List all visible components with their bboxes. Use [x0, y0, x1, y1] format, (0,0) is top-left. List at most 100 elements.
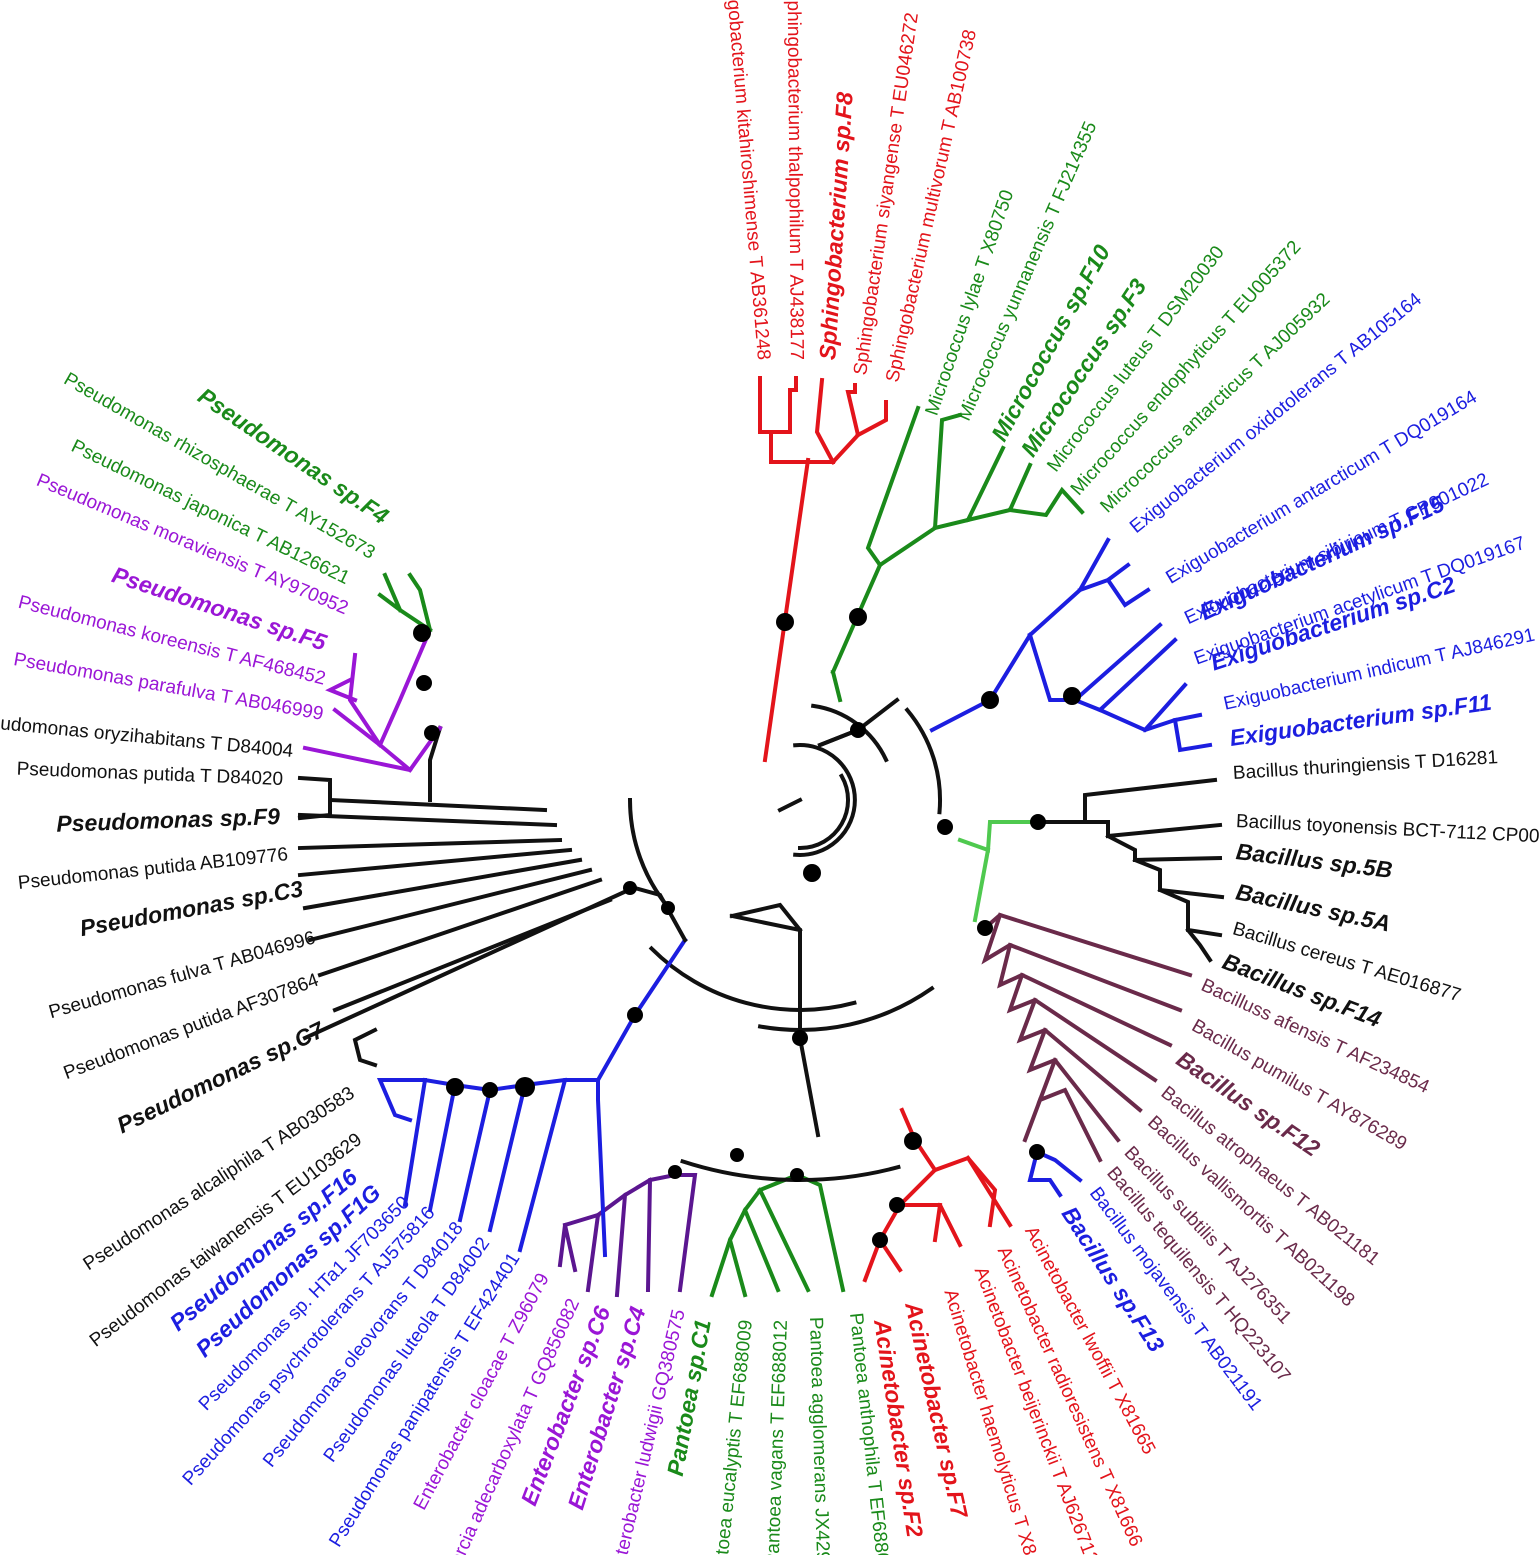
branch-layer [297, 376, 1225, 1298]
taxon-label: Pantoea agglomerans JX429053 [805, 1317, 834, 1555]
branch [830, 390, 861, 465]
branch [382, 572, 403, 613]
branch [965, 1155, 998, 1228]
branch-arc [648, 945, 857, 1012]
bootstrap-node [904, 1132, 922, 1150]
branch [297, 775, 548, 813]
branch [997, 942, 1173, 1048]
bootstrap-node [413, 624, 431, 642]
branch [865, 405, 921, 568]
branch [1157, 887, 1223, 938]
bootstrap-node [1029, 1144, 1045, 1160]
branch [729, 902, 803, 933]
branch [972, 847, 991, 923]
branch [297, 837, 563, 851]
taxon-label: Sphingobacterium sp.F8 [814, 91, 858, 361]
branch [1105, 833, 1223, 863]
branch [457, 1082, 528, 1223]
bootstrap-node [416, 675, 432, 691]
branch [729, 913, 821, 1138]
bootstrap-node [661, 901, 675, 915]
bootstrap-node [790, 1168, 804, 1182]
taxon-label: Pseudomonas sp.C3 [78, 875, 305, 941]
branch [814, 377, 836, 465]
branch [562, 1222, 578, 1273]
sphingo-stem [762, 457, 811, 763]
branch [376, 1078, 427, 1123]
branch [758, 376, 773, 464]
branch [352, 1027, 378, 1068]
branch [932, 1202, 943, 1243]
branch-arc [904, 707, 942, 815]
taxon-label: Bacillus sp.5B [1235, 838, 1394, 883]
bootstrap-node [668, 1165, 682, 1179]
branch [673, 1173, 698, 1293]
branch [402, 1077, 458, 1208]
branch [1007, 486, 1085, 518]
branch [1006, 972, 1158, 1083]
branch [757, 1172, 811, 1293]
branch [427, 1082, 493, 1213]
branch [317, 877, 603, 978]
root-stub [777, 797, 803, 813]
branch [377, 627, 433, 748]
root-inner-arc [797, 773, 850, 851]
exiguo-stem [929, 632, 1033, 733]
branch [1105, 577, 1151, 608]
bootstrap-node [849, 608, 867, 626]
branch [1097, 682, 1188, 733]
bootstrap-node [850, 722, 866, 738]
branch [332, 897, 613, 1013]
branch [1036, 1057, 1103, 1163]
bootstrap-node [623, 881, 637, 895]
bootstrap-node [627, 1007, 643, 1023]
bootstrap-node [730, 1148, 744, 1162]
bootstrap-node [482, 1082, 498, 1098]
bootstrap-node [1030, 814, 1046, 830]
branch [1083, 820, 1223, 839]
bootstrap-node [776, 613, 794, 631]
branch [742, 1187, 781, 1293]
taxon-label: Pseudomonas putida T D84020 [16, 759, 283, 790]
branch [645, 1172, 678, 1293]
bootstrap-node [792, 1030, 808, 1046]
branch [517, 1078, 600, 1253]
bootstrap-node [515, 1077, 535, 1097]
branch [1072, 637, 1178, 713]
taxon-label: Pantoea vagans T EF688012 [763, 1320, 793, 1555]
taxon-label: Pantoea eucalyptis T EF688009 [709, 1319, 757, 1555]
branch [1022, 1097, 1043, 1143]
taxon-label: Pseudomonas fulva T AB046996 [46, 927, 317, 1023]
bootstrap-node [803, 864, 821, 882]
branch [727, 1207, 748, 1298]
branch [1083, 777, 1218, 824]
bootstrap-node [981, 691, 999, 709]
bootstrap-node [889, 1197, 905, 1213]
taxon-label: Bacillus thuringiensis T D16281 [1232, 747, 1498, 784]
branch [487, 1077, 568, 1233]
bootstrap-node [446, 1078, 464, 1096]
root-arc [793, 743, 857, 857]
branch [1172, 717, 1213, 753]
branch [981, 912, 1183, 1013]
branch [1185, 927, 1213, 963]
branch [957, 820, 1087, 853]
branch [302, 857, 583, 911]
branch [1027, 622, 1163, 702]
bootstrap-node [1063, 687, 1081, 705]
branch-arc [627, 797, 673, 913]
branch [982, 912, 1193, 978]
bootstrap-node-layer [413, 608, 1081, 1248]
branch [794, 1172, 846, 1293]
branch [297, 812, 558, 828]
branch [297, 847, 573, 878]
taxon-label: Pseudomonas sp.F9 [56, 803, 281, 837]
branch [830, 669, 843, 703]
taxon-label: Sphingobacterium kitahiroshimense T AB36… [719, 0, 774, 361]
bootstrap-node [977, 920, 993, 936]
branch [407, 572, 433, 633]
bootstrap-node [872, 1232, 888, 1248]
branch [769, 376, 798, 434]
